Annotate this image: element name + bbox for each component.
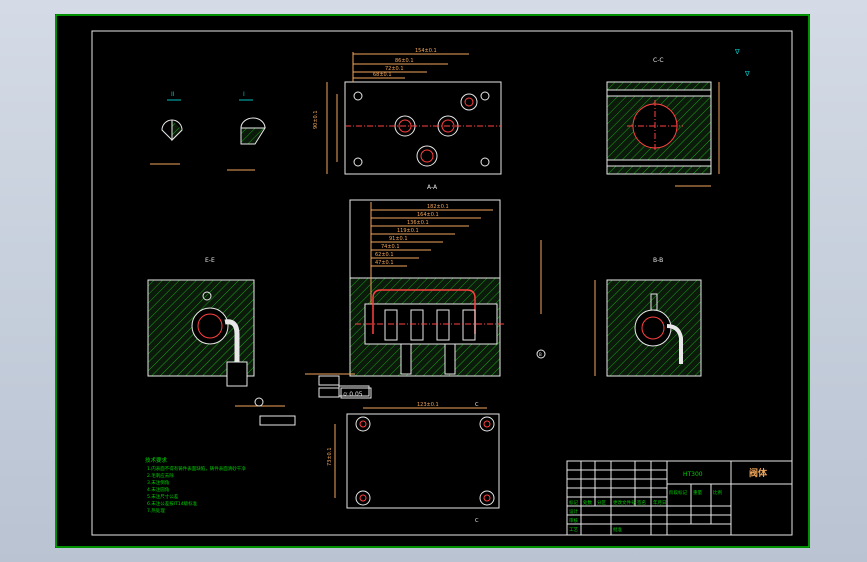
dim-aa-1: 182±0.1 bbox=[427, 204, 449, 210]
drawing-svg: 154±0.1 86±0.1 72±0.1 68±0.1 90±0.1 C-C … bbox=[55, 14, 810, 548]
label-ee: E-E bbox=[205, 257, 215, 264]
tech-req-line-4: 4.未注圆角 bbox=[147, 486, 169, 493]
dim-aa-8: 47±0.1 bbox=[375, 260, 394, 266]
label-c-top: C bbox=[475, 402, 479, 408]
tb-label-9: 工艺 bbox=[569, 527, 578, 533]
tb-label-3: 分区 bbox=[597, 499, 606, 506]
dim-top-5: 90±0.1 bbox=[313, 110, 319, 129]
dim-aa-2: 164±0.1 bbox=[417, 212, 439, 218]
dim-aa-6: 74±0.1 bbox=[381, 244, 400, 250]
tech-req-line-5: 5.未注尺寸公差 bbox=[147, 493, 179, 500]
inner-frame bbox=[91, 30, 793, 536]
details-i-ii: II I bbox=[150, 91, 266, 171]
cad-drawing-canvas[interactable]: 154±0.1 86±0.1 72±0.1 68±0.1 90±0.1 C-C … bbox=[55, 14, 810, 548]
dim-aa-5: 91±0.1 bbox=[389, 236, 408, 242]
tech-req-line-2: 2.毛刺应去除 bbox=[147, 472, 174, 479]
tech-req-title: 技术要求 bbox=[145, 456, 168, 464]
tol-value-1: ⌭ 0.05 bbox=[343, 391, 363, 398]
label-bb: B-B bbox=[653, 257, 663, 264]
title-block: HT300 阀体 标记 处数 分区 更改文件号 签名 年月日 设计 审核 工艺 … bbox=[566, 460, 793, 536]
tb-label-8: 审核 bbox=[569, 517, 578, 524]
bottom-view: 123±0.1 73±0.1 C C bbox=[327, 385, 500, 524]
dim-bottom-2: 73±0.1 bbox=[327, 447, 333, 466]
label-aa: A-A bbox=[427, 184, 438, 191]
dim-top-3: 72±0.1 bbox=[385, 66, 404, 72]
tb-label-13: 比例 bbox=[713, 489, 722, 496]
part-name-text: 阀体 bbox=[749, 467, 768, 479]
aa-section: A-A 182±0.1 164±0.1 136±0.1 119±0.1 91±0… bbox=[305, 184, 546, 399]
roughness-symbol-1: ∇ bbox=[734, 48, 740, 56]
tb-label-10: 批准 bbox=[613, 526, 622, 533]
dim-top-4: 68±0.1 bbox=[373, 72, 392, 78]
material-text: HT300 bbox=[683, 471, 703, 478]
top-view: 154±0.1 86±0.1 72±0.1 68±0.1 90±0.1 bbox=[313, 48, 502, 175]
tb-label-4: 更改文件号 bbox=[613, 499, 636, 506]
tech-req-line-6: 6.未注公差按IT14级标准 bbox=[147, 500, 198, 507]
tech-req-line-7: 7.热处理 bbox=[147, 507, 165, 514]
roughness-symbol-2: ∇ bbox=[744, 70, 750, 78]
dim-top-1: 154±0.1 bbox=[415, 48, 437, 54]
tb-label-2: 处数 bbox=[583, 499, 592, 506]
tb-label-6: 年月日 bbox=[653, 499, 667, 506]
label-cc: C-C bbox=[653, 57, 664, 64]
tolerance-frame bbox=[340, 387, 372, 399]
label-detail-ii: II bbox=[171, 91, 175, 98]
dim-aa-4: 119±0.1 bbox=[397, 228, 419, 234]
dim-bottom-1: 123±0.1 bbox=[417, 402, 439, 408]
tech-req-line-1: 1.内表面不得有铸件表面缺陷，铸件表面清砂干净 bbox=[147, 465, 246, 472]
label-c-bottom: C bbox=[475, 518, 479, 524]
tb-label-7: 设计 bbox=[569, 508, 578, 515]
tb-label-1: 标记 bbox=[569, 499, 578, 506]
technical-requirements: 技术要求 1.内表面不得有铸件表面缺陷，铸件表面清砂干净 2.毛刺应去除 3.未… bbox=[145, 456, 246, 514]
dim-top-2: 86±0.1 bbox=[395, 58, 414, 64]
outer-border bbox=[55, 14, 810, 548]
tb-label-5: 签名 bbox=[637, 499, 646, 506]
tech-req-line-3: 3.未注倒角 bbox=[147, 479, 169, 486]
cc-view: C-C ∇ ∇ bbox=[606, 48, 750, 187]
label-detail-i: I bbox=[243, 91, 245, 98]
dim-aa-3: 136±0.1 bbox=[407, 220, 429, 226]
bb-section: B-B bbox=[594, 257, 702, 377]
dim-aa-7: 62±0.1 bbox=[375, 252, 394, 258]
tb-label-12: 重量 bbox=[693, 489, 702, 496]
tb-label-11: 阶段标记 bbox=[669, 489, 687, 496]
ee-section: E-E bbox=[147, 257, 296, 426]
balloon-b: B bbox=[539, 352, 542, 357]
